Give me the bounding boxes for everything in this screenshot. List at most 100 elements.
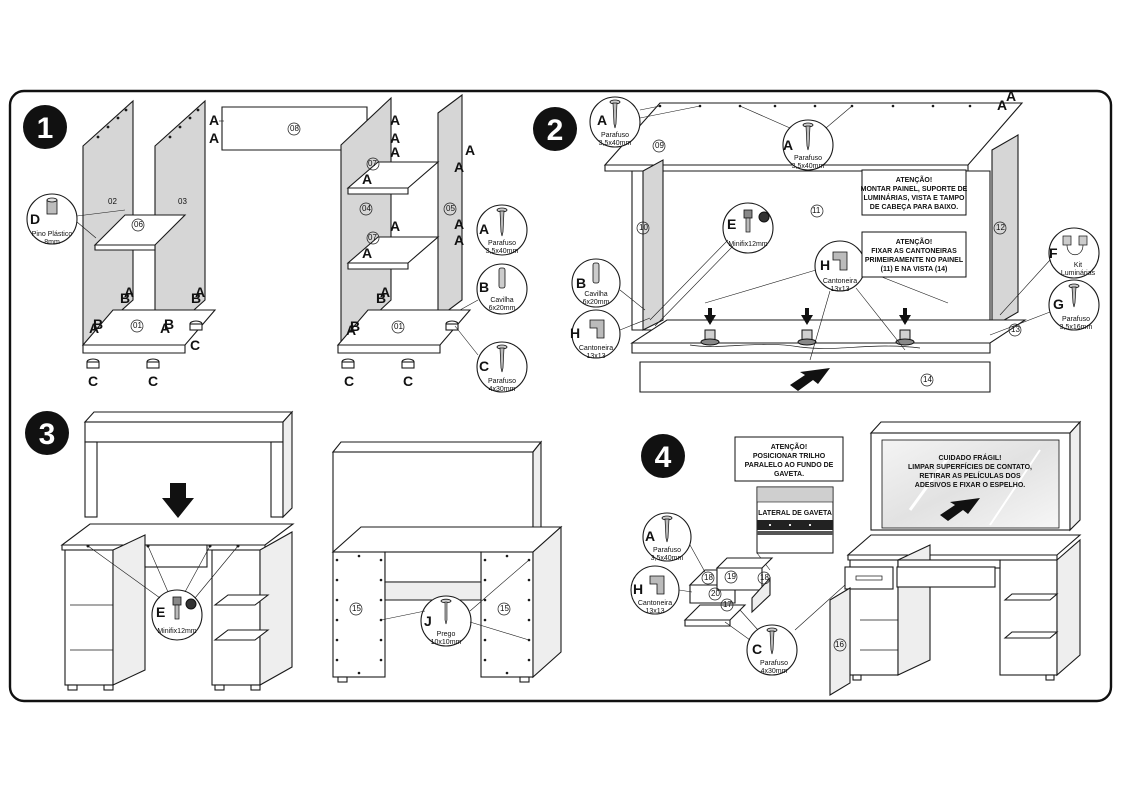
part-size: 13x13: [645, 608, 664, 615]
label-15: 15: [500, 604, 509, 613]
callout-letter-C: C: [344, 373, 354, 389]
label-18: 18: [704, 573, 713, 582]
step-number: 1: [37, 112, 54, 145]
note-line: POSICIONAR TRILHO: [753, 453, 826, 460]
callout-letter-B: B: [191, 290, 201, 306]
label-06: 06: [134, 220, 143, 229]
step-3: 3 E: [25, 410, 563, 691]
note-step4-b: CUIDADO FRÁGIL! LIMPAR SUPERFÍCIES DE CO…: [908, 453, 1032, 489]
step-4: 4 ATENÇÃO! POSICIONAR TRILHO PARALELO AO…: [630, 420, 1082, 696]
label-04: 04: [362, 204, 371, 213]
mirror: [881, 439, 1060, 529]
callout-part-J: J Prego 10x10mm: [420, 595, 472, 647]
callout-part-A: A Parafuso 3,5x40mm: [476, 204, 528, 256]
callout-letter-E: E: [156, 604, 165, 620]
note-step2-b: ATENÇÃO! FIXAR AS CANTONEIRAS PRIMEIRAME…: [861, 231, 967, 278]
label-03: 03: [178, 197, 187, 206]
note-line: PARALELO AO FUNDO DE: [745, 462, 834, 469]
push-arrow-icon: [790, 368, 830, 391]
callout-letter-A: A: [645, 528, 655, 544]
part-name: Cantoneira: [638, 600, 672, 607]
part-size: 6x20mm: [583, 299, 610, 306]
note-step2-a: ATENÇÃO! MONTAR PAINEL, SUPORTE DE LUMIN…: [861, 169, 968, 216]
note-line: (11) E NA VISTA (14): [881, 266, 948, 273]
callout-letter-H: H: [633, 581, 643, 597]
step-badge-2: 2: [533, 107, 577, 151]
drawer-rail-detail: LATERAL DE GAVETA: [756, 486, 834, 554]
note-line: LUMINÁRIAS, VISTA E TAMPO: [864, 193, 966, 202]
label-20: 20: [711, 589, 720, 598]
panel-13: [630, 319, 1027, 344]
part-size: 3,5x40mm: [651, 555, 684, 562]
callout-letter-C: C: [479, 358, 489, 374]
step-badge-4: 4: [641, 434, 685, 478]
callout-letter-C: C: [752, 641, 762, 657]
part-name: Luminárias: [1061, 270, 1096, 277]
label-15: 15: [352, 604, 361, 613]
callout-letter-A: A: [390, 144, 400, 160]
note-line: ATENÇÃO!: [896, 237, 932, 246]
callout-letter-B: B: [376, 290, 386, 306]
callout-letter-A: A: [89, 320, 99, 336]
panel-03: [154, 99, 206, 347]
callout-letter-B: B: [576, 275, 586, 291]
callout-letter-A: A: [380, 284, 390, 300]
callout-letter-B: B: [479, 279, 489, 295]
label-07: 07: [368, 159, 377, 168]
screw-icon: [802, 122, 814, 151]
panel-16: [829, 587, 851, 696]
callout-letter-A: A: [479, 221, 489, 237]
callout-letter-A: A: [160, 320, 170, 336]
callout-part-H: H Cantoneira 13x13: [630, 565, 680, 615]
callout-part-E: E Minifix12mm: [722, 202, 774, 254]
step-number: 4: [655, 441, 672, 474]
plastic-pin-icon: [46, 197, 58, 215]
callout-letter-A: A: [362, 245, 372, 261]
callout-part-H: H Cantoneira 13x13: [570, 309, 621, 360]
callout-letter-A: A: [390, 218, 400, 234]
step-number: 3: [39, 418, 56, 451]
callout-letter-A: A: [454, 159, 464, 175]
callout-letter-A: A: [209, 130, 219, 146]
lamp-kit-icon: [1062, 235, 1088, 256]
callout-letter-H: H: [820, 257, 830, 273]
label-16: 16: [835, 640, 844, 649]
part-size: 3,5x40mm: [599, 140, 632, 147]
panel-04: [340, 96, 392, 349]
part-size: 4x30mm: [489, 386, 516, 393]
callout-part-C: C Parafuso 4x30mm: [746, 624, 798, 676]
note-line: LIMPAR SUPERFÍCIES DE CONTATO,: [908, 462, 1032, 471]
part-name: Parafuso: [488, 240, 516, 247]
rail-label: LATERAL DE GAVETA: [758, 510, 832, 517]
callout-letter-H: H: [570, 325, 580, 341]
label-08: 08: [290, 124, 299, 133]
part-size: 6x20mm: [489, 305, 516, 312]
angle-bracket-icon: [832, 251, 848, 271]
part-name: Parafuso: [488, 378, 516, 385]
callout-part-F: F Kit Luminárias: [1048, 227, 1100, 279]
note-line: FIXAR AS CANTONEIRAS: [871, 248, 957, 255]
note-line: CUIDADO FRÁGIL!: [939, 453, 1002, 462]
screw-icon: [496, 344, 508, 373]
callout-letter-A: A: [597, 112, 607, 128]
callout-letter-A: A: [997, 97, 1007, 113]
dowel-icon: [498, 267, 506, 289]
screw-icon: [661, 515, 673, 543]
screw-icon: [609, 99, 621, 129]
part-size: 3,5x40mm: [792, 163, 825, 170]
hutch-back: [331, 441, 543, 453]
part-name: Parafuso: [760, 660, 788, 667]
dowel-icon: [592, 262, 600, 284]
callout-letter-C: C: [190, 337, 200, 353]
part-name: Cantoneira: [579, 345, 613, 352]
part-name: Minifix12mm: [157, 628, 196, 635]
callout-part-A: A Parafuso 3,5x40mm: [782, 119, 834, 171]
lamp-fixtures: [689, 308, 921, 349]
callout-part-G: G Parafuso 3,5x16mm: [1048, 279, 1100, 331]
callout-letter-C: C: [403, 373, 413, 389]
label-01: 01: [133, 321, 142, 330]
callout-letter-D: D: [30, 211, 40, 227]
part-name: Pino Plástico: [32, 231, 73, 238]
callout-letter-B: B: [164, 316, 174, 332]
